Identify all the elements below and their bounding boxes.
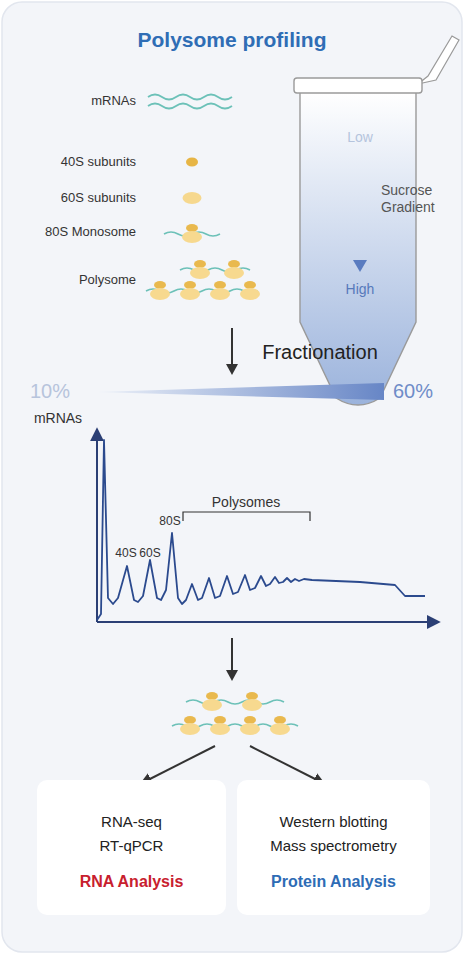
ribosome-icon xyxy=(270,716,290,735)
ribosome-icon xyxy=(190,260,210,279)
legend-label: 60S subunits xyxy=(0,190,136,206)
gradient-label: Low xyxy=(347,129,373,146)
analysis-box: RNA-seqRT-qPCR RNA Analysis xyxy=(37,780,226,915)
concentration-label: 10% xyxy=(30,379,70,403)
ribosome-icon xyxy=(224,260,244,279)
box-heading: RNA Analysis xyxy=(80,870,184,894)
x-axis xyxy=(97,621,438,623)
mrna-strand xyxy=(186,700,284,704)
ribosome-icon xyxy=(180,281,200,300)
step-label: Fractionation xyxy=(262,340,378,364)
concentration-label: 60% xyxy=(393,379,433,403)
ribosome-icon xyxy=(180,716,200,735)
box-heading: Protein Analysis xyxy=(271,870,396,894)
legend-label: Polysome xyxy=(0,272,136,288)
flow-arrow xyxy=(231,328,233,366)
ribosome-icon xyxy=(210,716,230,735)
peak-label: 60S xyxy=(139,546,160,560)
monosome-icon xyxy=(182,224,202,243)
gradient-arrow-head xyxy=(353,260,367,272)
peak-label: 40S xyxy=(115,546,136,560)
method-label: RT-qPCR xyxy=(100,834,164,858)
method-label: Mass spectrometry xyxy=(270,834,397,858)
gradient-label: Sucrose Gradient xyxy=(381,182,443,216)
large-subunit-icon xyxy=(183,192,202,204)
axis-label: mRNAs xyxy=(34,410,82,427)
ribosome-icon xyxy=(150,281,170,300)
gradient-arrow xyxy=(359,152,362,262)
tube-rim xyxy=(294,78,422,93)
legend-label: mRNAs xyxy=(0,93,136,109)
flow-arrow xyxy=(231,638,233,672)
polysome-bracket xyxy=(183,512,310,521)
ribosome-icon xyxy=(202,692,222,711)
method-label: RNA-seq xyxy=(101,810,162,834)
mrna-icon xyxy=(148,95,232,100)
gradient-label: High xyxy=(346,281,375,298)
ribosome-icon xyxy=(242,692,262,711)
small-subunit-icon xyxy=(186,158,198,167)
legend-label: 40S subunits xyxy=(0,154,136,170)
peak-label: 80S xyxy=(159,514,180,528)
absorbance-trace xyxy=(97,440,425,620)
gradient-wedge xyxy=(96,383,384,400)
legend-label: 80S Monosome xyxy=(0,224,136,240)
method-label: Western blotting xyxy=(279,810,387,834)
flow-arrow-head xyxy=(226,670,238,681)
y-axis xyxy=(96,430,98,622)
tube-cap xyxy=(418,36,459,84)
mrna-icon xyxy=(148,104,232,109)
flow-arrow xyxy=(142,746,215,783)
bracket-label: Polysomes xyxy=(212,494,280,511)
flow-arrow xyxy=(250,746,323,783)
ribosome-icon xyxy=(210,281,230,300)
figure-title: Polysome profiling xyxy=(137,27,326,52)
ribosome-icon xyxy=(240,281,260,300)
analysis-box: Western blottingMass spectrometryProtein… xyxy=(237,780,430,915)
flow-arrow-head xyxy=(226,364,238,375)
ribosome-icon xyxy=(240,716,260,735)
